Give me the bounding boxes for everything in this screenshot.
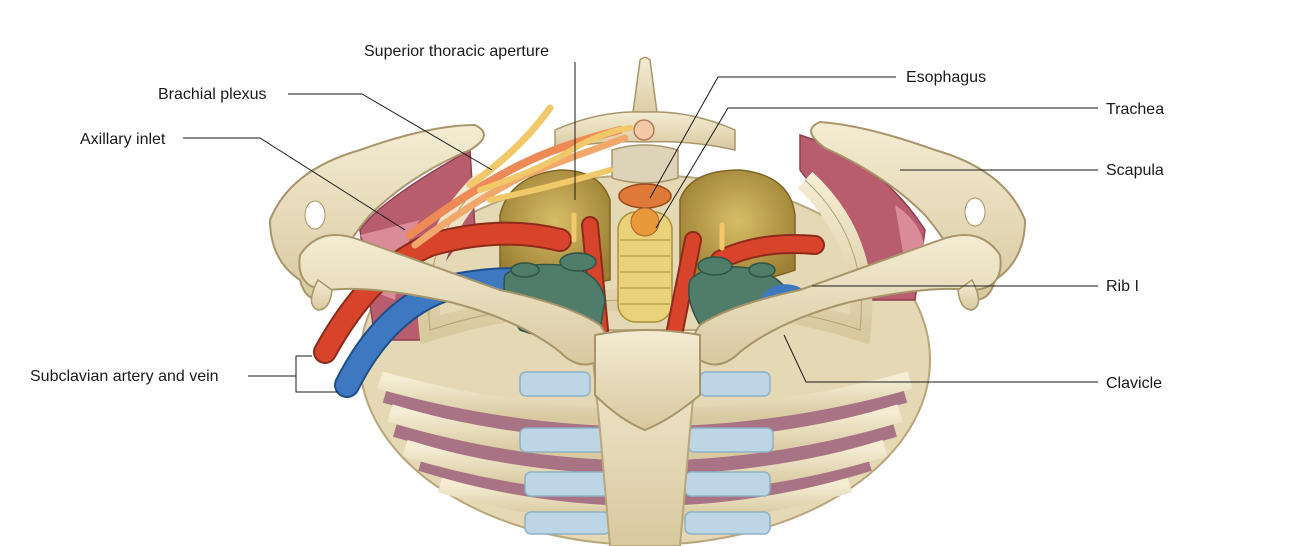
label-scapula: Scapula bbox=[1106, 162, 1164, 179]
right-subclavian-artery-fill bbox=[712, 236, 823, 268]
vertebra bbox=[554, 56, 736, 184]
left-scapula-hole bbox=[304, 200, 326, 230]
right-common-carotid-fill bbox=[668, 233, 700, 337]
bracket-subclavian bbox=[295, 355, 338, 393]
label-clavicle: Clavicle bbox=[1106, 375, 1162, 392]
nerve-4 bbox=[477, 125, 633, 193]
label-brachial-plexus: Brachial plexus bbox=[158, 86, 267, 103]
leader-trachea bbox=[655, 107, 1098, 229]
leader-lines bbox=[183, 62, 1098, 393]
left-jugular-stump bbox=[559, 252, 597, 272]
esophagus-shape bbox=[618, 183, 672, 209]
right-jugular-stump bbox=[697, 256, 733, 276]
leader-esophagus bbox=[649, 76, 896, 199]
vertebral-body bbox=[611, 144, 679, 184]
spinous-process bbox=[631, 56, 659, 121]
nerve-5 bbox=[487, 167, 613, 203]
label-esophagus: Esophagus bbox=[906, 69, 986, 86]
manubrium bbox=[594, 329, 701, 432]
leader-brachial-plexus bbox=[288, 93, 493, 171]
arteries bbox=[313, 216, 825, 364]
label-trachea: Trachea bbox=[1106, 101, 1164, 118]
leader-axillary-inlet bbox=[183, 137, 406, 231]
left-minor-vein-stump bbox=[510, 262, 540, 278]
label-subclavian-artery-and-vein: Subclavian artery and vein bbox=[30, 368, 219, 385]
nerve-3 bbox=[466, 104, 554, 189]
label-superior-thoracic-aperture: Superior thoracic aperture bbox=[364, 43, 549, 60]
leader-clavicle bbox=[783, 334, 1098, 383]
left-subclavian-artery-fill bbox=[315, 223, 570, 362]
trachea-shape bbox=[617, 207, 673, 323]
label-rib-1: Rib I bbox=[1106, 278, 1139, 295]
labels: Superior thoracic aperture Brachial plex… bbox=[30, 43, 1164, 392]
right-minor-vein-stump bbox=[748, 262, 776, 278]
left-coracoid bbox=[310, 278, 333, 311]
right-coracoid bbox=[957, 278, 980, 311]
midline-tubes bbox=[617, 183, 673, 323]
spinal-cord bbox=[633, 119, 655, 141]
label-axillary-inlet: Axillary inlet bbox=[80, 131, 166, 148]
clavicles bbox=[298, 234, 1002, 432]
costal-cartilages bbox=[519, 371, 774, 535]
right-scapula-hole bbox=[964, 197, 986, 227]
brachial-plexus-nerves bbox=[406, 104, 725, 251]
